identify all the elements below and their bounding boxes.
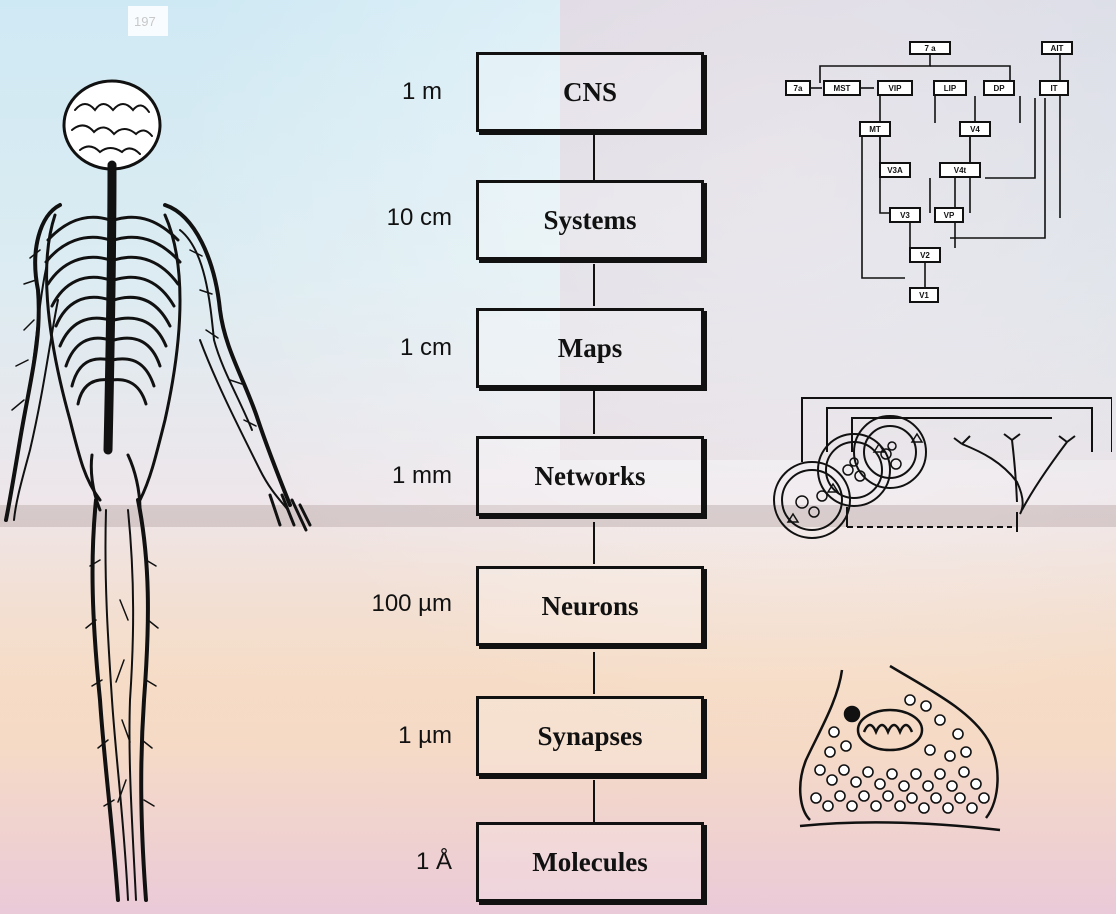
level-box-cns: CNS: [476, 52, 704, 132]
scale-label-neurons: 100 µm: [332, 590, 452, 618]
connector-line: [593, 652, 595, 694]
network-diagram: [762, 392, 1112, 552]
area-node: 7a: [794, 84, 803, 93]
synapse-diagram: [790, 660, 1010, 840]
connector-line: [593, 390, 595, 434]
connector-line: [593, 522, 595, 564]
area-node: 7 a: [924, 44, 936, 53]
area-node: AIT: [1051, 44, 1064, 53]
area-node: V1: [919, 291, 929, 300]
area-node: V3: [900, 211, 910, 220]
area-node: VP: [944, 211, 955, 220]
scale-label-networks: 1 mm: [332, 462, 452, 490]
area-node: DP: [993, 84, 1005, 93]
area-node: V4t: [954, 166, 967, 175]
scale-label-maps: 1 cm: [332, 334, 452, 362]
scale-label-synapses: 1 µm: [332, 722, 452, 750]
scale-label-systems: 10 cm: [332, 204, 452, 232]
area-node: V4: [970, 125, 980, 134]
level-box-neurons: Neurons: [476, 566, 704, 646]
level-box-molecules: Molecules: [476, 822, 704, 902]
area-node: LIP: [944, 84, 957, 93]
level-box-maps: Maps: [476, 308, 704, 388]
connector-line: [593, 264, 595, 306]
area-node: V3A: [887, 166, 903, 175]
area-node: MT: [869, 125, 881, 134]
area-node: MST: [834, 84, 851, 93]
area-node: IT: [1050, 84, 1057, 93]
area-node: V2: [920, 251, 930, 260]
visual-areas-diagram: 7 a AIT 7a MST VIP LIP DP IT MT V4 V3A V…: [780, 38, 1080, 308]
level-box-systems: Systems: [476, 180, 704, 260]
area-node: VIP: [889, 84, 903, 93]
connector-line: [593, 135, 595, 180]
level-box-networks: Networks: [476, 436, 704, 516]
level-box-synapses: Synapses: [476, 696, 704, 776]
connector-line: [593, 780, 595, 822]
scale-label-cns: 1 m: [322, 78, 442, 106]
scale-label-molecules: 1 Å: [332, 848, 452, 876]
